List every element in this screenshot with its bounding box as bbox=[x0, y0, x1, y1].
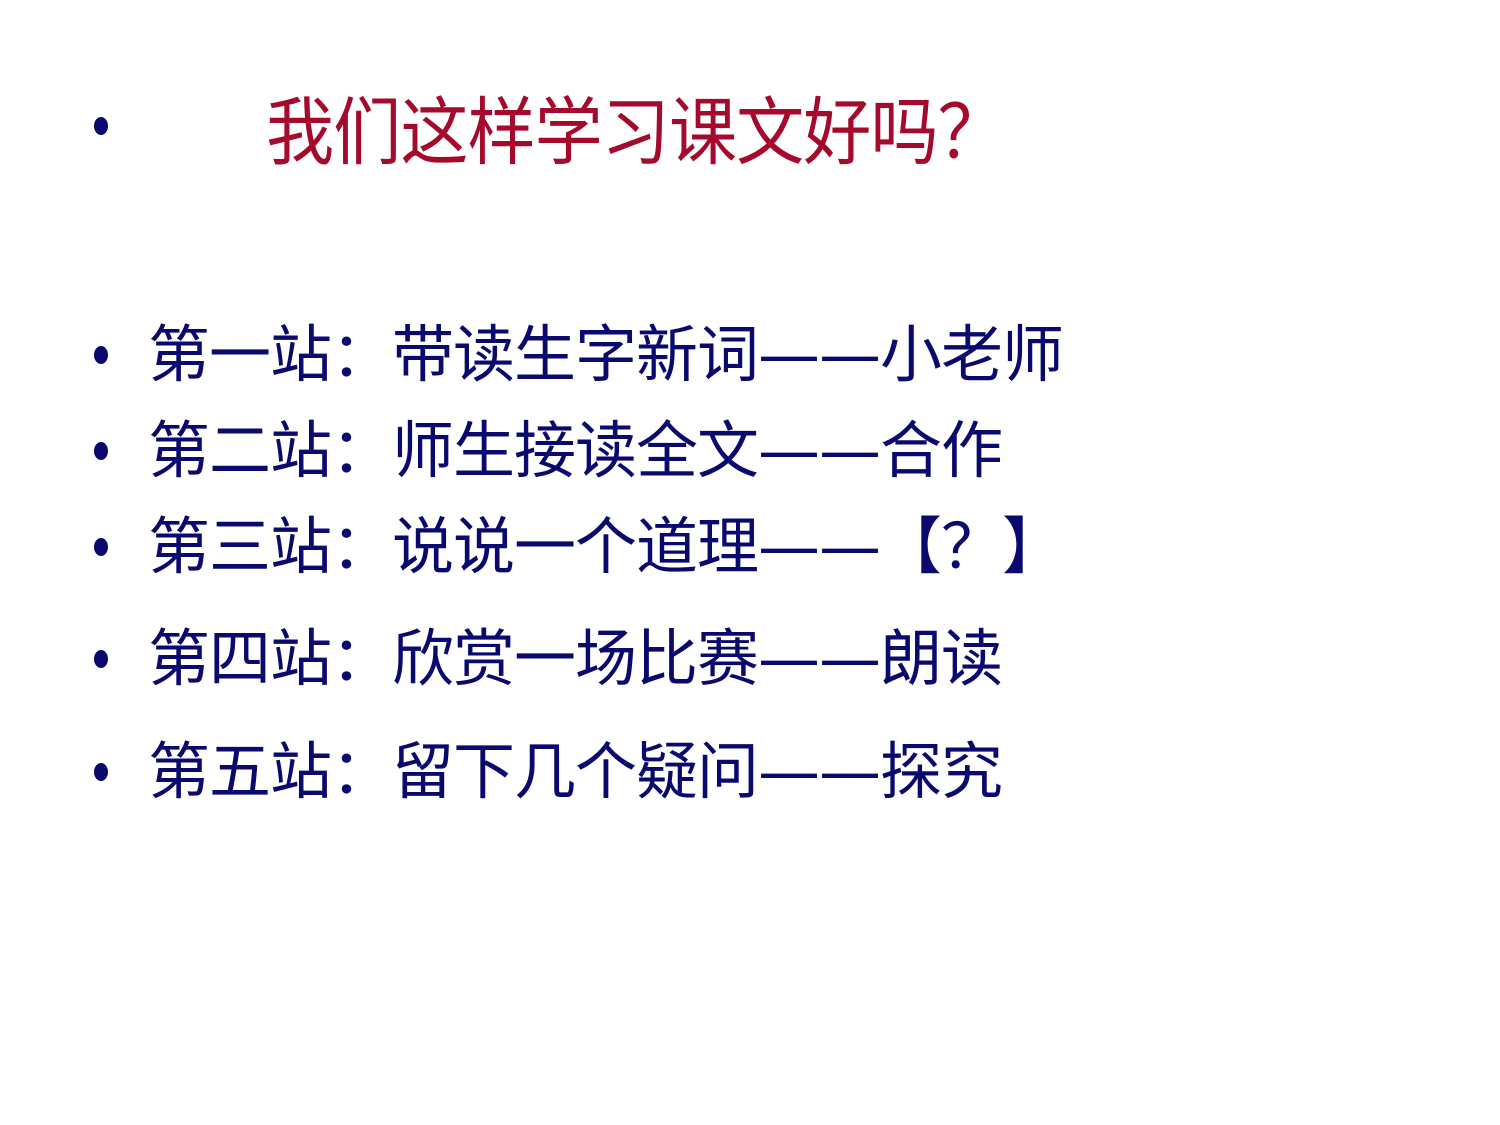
slide-title: 我们这样学习课文好吗？ bbox=[266, 90, 1006, 176]
list-item-4: 第四站：欣赏一场比赛——朗读 bbox=[148, 622, 1003, 695]
bullet-icon bbox=[94, 442, 108, 460]
list-item-5: 第五站：留下几个疑问——探究 bbox=[148, 735, 1003, 808]
list-item-2: 第二站：师生接读全文——合作 bbox=[148, 414, 1003, 487]
title-bullet-icon bbox=[94, 117, 108, 135]
bullet-icon bbox=[94, 346, 108, 364]
bullet-icon bbox=[94, 650, 108, 668]
list-item-3: 第三站：说说一个道理——【？】 bbox=[148, 510, 1064, 583]
bullet-icon bbox=[94, 763, 108, 781]
list-item-1: 第一站：带读生字新词——小老师 bbox=[148, 318, 1064, 391]
bullet-icon bbox=[94, 538, 108, 556]
